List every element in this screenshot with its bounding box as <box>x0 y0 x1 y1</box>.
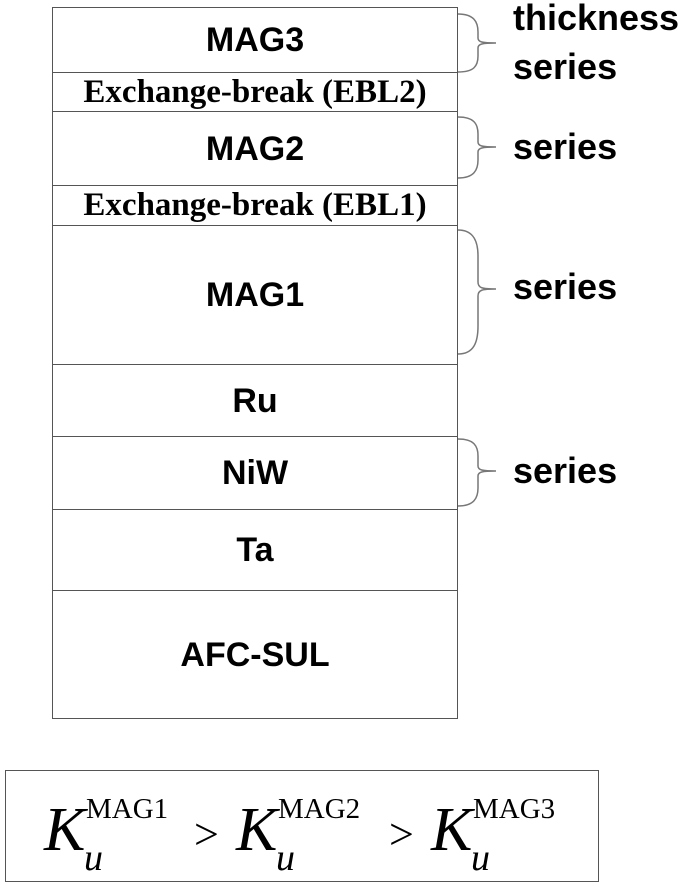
formula-subscript-3: u <box>471 837 490 879</box>
layer-niw: NiW <box>52 436 458 510</box>
formula-symbol-2: K <box>236 796 278 864</box>
layer-ru-label: Ru <box>232 381 278 420</box>
annotation-series-mag1: series <box>513 266 618 307</box>
brace-mag2 <box>457 116 497 179</box>
layer-mag2: MAG2 <box>52 111 458 186</box>
layer-ta: Ta <box>52 509 458 591</box>
layer-mag1: MAG1 <box>52 225 458 365</box>
layer-ru: Ru <box>52 364 458 437</box>
formula-symbol-1: K <box>44 796 86 864</box>
layer-ebl1: Exchange-break (EBL1) <box>52 185 458 226</box>
annotation-series-niw: series <box>513 450 618 491</box>
formula-operator-1: > <box>194 810 219 859</box>
brace-mag1 <box>457 229 497 355</box>
layer-mag3-label: MAG3 <box>205 21 305 59</box>
layer-mag1-label: MAG1 <box>205 276 305 314</box>
annotation-thickness: thickness <box>513 0 680 38</box>
brace-niw <box>457 438 497 507</box>
layer-ebl2-label: Exchange-break (EBL2) <box>83 73 427 110</box>
brace-group <box>457 13 497 507</box>
brace-mag3 <box>457 13 497 73</box>
layer-niw-label: NiW <box>221 454 289 492</box>
layer-mag2-label: MAG2 <box>205 129 305 168</box>
layer-ebl1-label: Exchange-break (EBL1) <box>83 187 427 223</box>
annotation-series-mag3: series <box>513 46 618 87</box>
formula-symbol-3: K <box>431 796 473 864</box>
anisotropy-formula-box: K MAG1 u > K MAG2 u > K MAG3 u <box>5 770 599 882</box>
layer-mag3: MAG3 <box>52 7 458 73</box>
formula-subscript-1: u <box>84 837 103 879</box>
annotation-series-mag2: series <box>513 126 618 167</box>
formula-superscript-1: MAG1 <box>86 793 169 825</box>
formula-superscript-3: MAG3 <box>473 793 556 825</box>
layer-ta-label: Ta <box>236 531 274 569</box>
layer-afc-sul: AFC-SUL <box>52 590 458 719</box>
layer-afc-sul-label: AFC-SUL <box>180 635 330 674</box>
formula-subscript-2: u <box>276 837 295 879</box>
formula-operator-2: > <box>389 810 414 859</box>
formula-superscript-2: MAG2 <box>278 793 361 825</box>
